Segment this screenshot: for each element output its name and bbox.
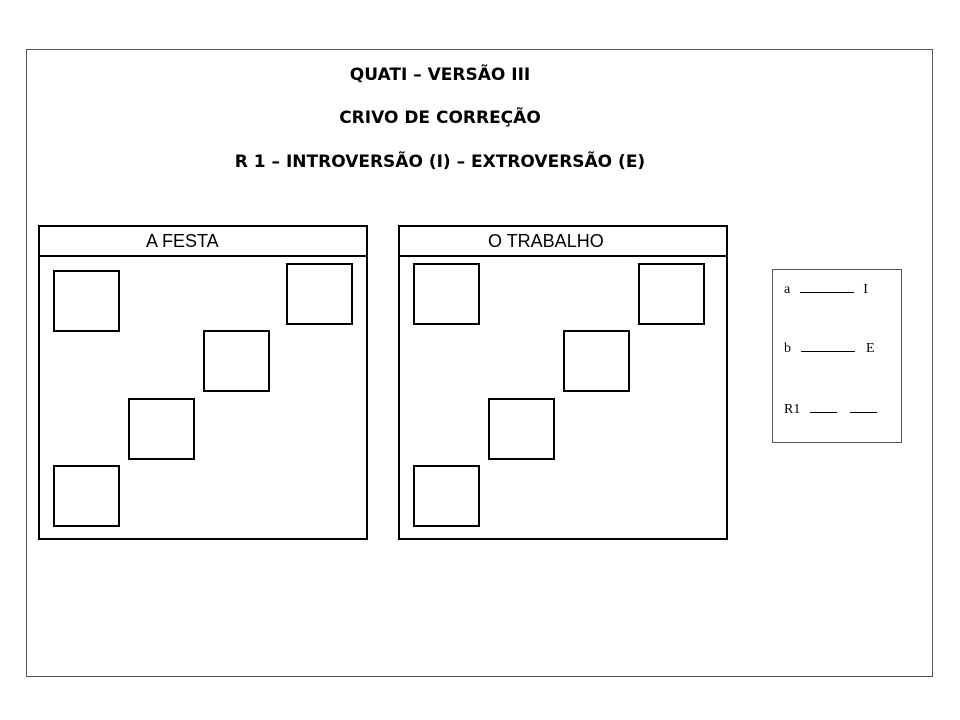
title-line-1: QUATI – VERSÃO III <box>349 65 531 85</box>
answer-box <box>203 330 270 392</box>
answer-box <box>638 263 705 325</box>
answer-box <box>413 263 480 325</box>
title-line-3: R 1 – INTROVERSÃO (I) – EXTROVERSÃO (E) <box>234 152 646 172</box>
scorecard: a I b E R1 <box>772 269 902 443</box>
score-row-r1: R1 <box>784 400 878 418</box>
answer-box <box>128 398 195 460</box>
score-label: b <box>784 341 791 356</box>
score-label: a <box>784 282 791 297</box>
answer-box <box>563 330 630 392</box>
answer-box <box>53 465 120 527</box>
score-row-a: a I <box>784 280 868 298</box>
score-blank <box>800 339 855 352</box>
score-letter: E <box>866 341 875 356</box>
score-label: R1 <box>784 402 801 417</box>
answer-box <box>53 270 120 332</box>
score-letter: I <box>863 282 868 297</box>
score-blank <box>799 280 854 293</box>
score-blank <box>850 400 878 413</box>
answer-box <box>488 398 555 460</box>
panel-a-festa: A FESTA <box>38 225 368 540</box>
panel-title-bar: O TRABALHO <box>400 227 726 257</box>
score-row-b: b E <box>784 339 875 357</box>
answer-box <box>286 263 353 325</box>
score-blank <box>809 400 837 413</box>
panel-title: A FESTA <box>146 231 219 251</box>
slide-frame <box>26 49 933 677</box>
panel-o-trabalho: O TRABALHO <box>398 225 728 540</box>
answer-box <box>413 465 480 527</box>
title-line-2: CRIVO DE CORREÇÃO <box>339 108 541 128</box>
panel-title-bar: A FESTA <box>40 227 366 257</box>
panel-title: O TRABALHO <box>488 231 604 251</box>
